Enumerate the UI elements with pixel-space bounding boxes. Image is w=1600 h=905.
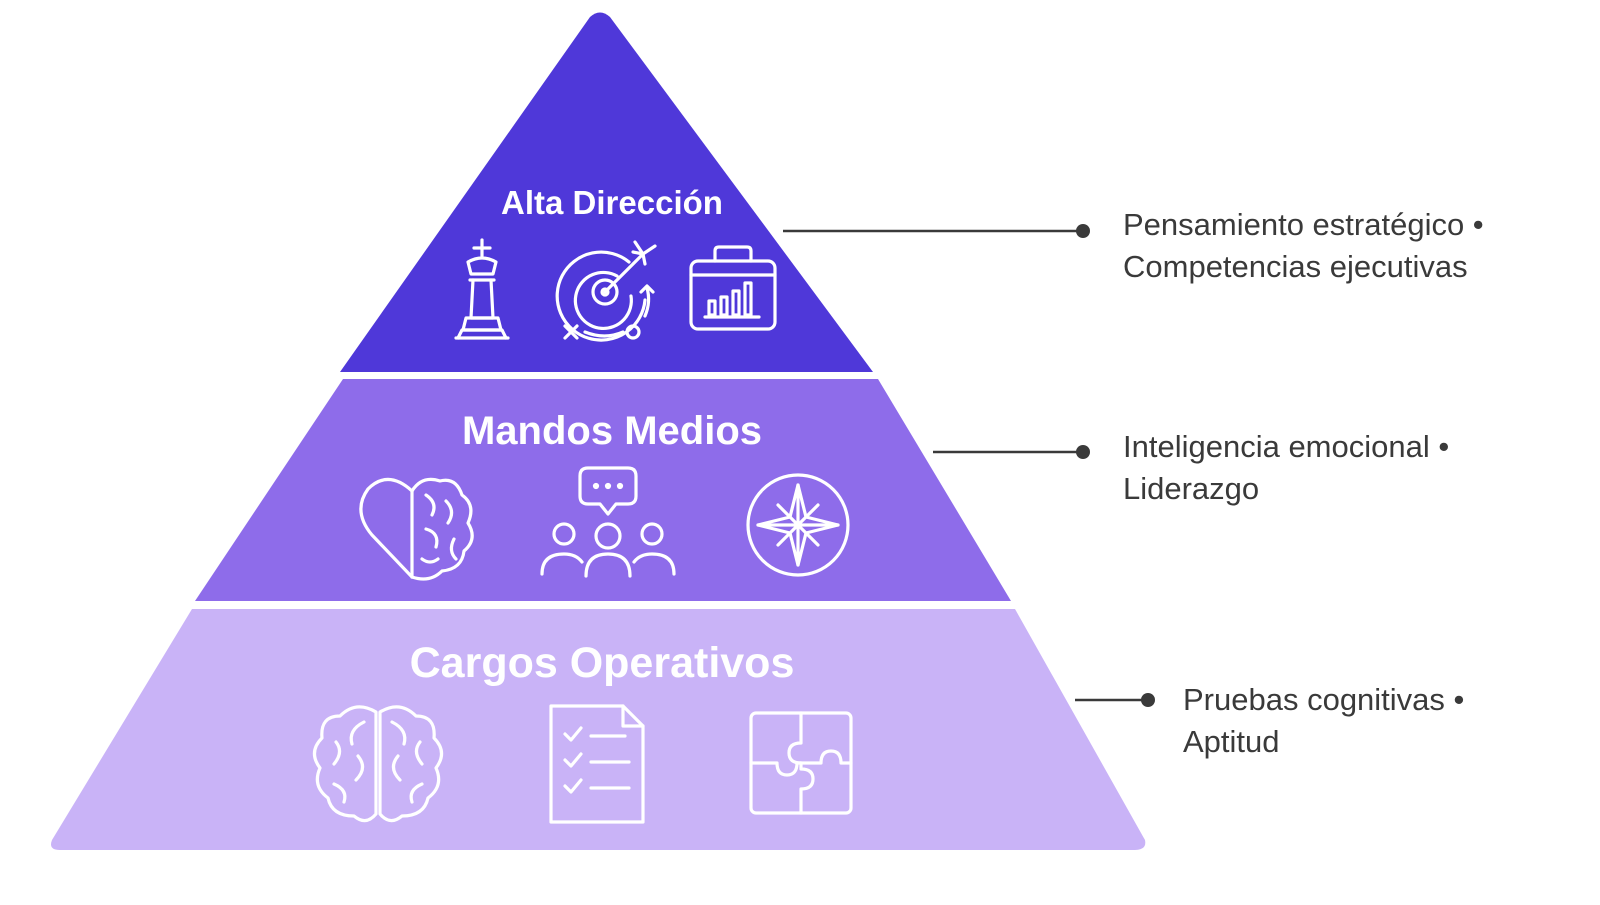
puzzle-icon — [749, 711, 853, 815]
team-communication-icon — [540, 466, 676, 578]
tier-bottom-shape — [51, 609, 1146, 850]
briefcase-chart-icon — [689, 245, 777, 331]
tier-bottom-title: Cargos Operativos — [410, 639, 795, 687]
annotation-middle-line2: Liderazgo — [1123, 471, 1260, 506]
annotation-middle-line1: Inteligencia emocional • — [1123, 429, 1450, 464]
annotation-middle: Inteligencia emocional • Liderazgo — [1123, 426, 1449, 510]
annotation-bottom: Pruebas cognitivas • Aptitud — [1183, 679, 1464, 763]
tier-middle-title: Mandos Medios — [462, 409, 762, 453]
checklist-icon — [549, 704, 645, 824]
annotation-top: Pensamiento estratégico • Competencias e… — [1123, 204, 1484, 288]
connector-bottom — [1075, 693, 1155, 707]
annotation-top-line1: Pensamiento estratégico • — [1123, 207, 1484, 242]
annotation-top-line2: Competencias ejecutivas — [1123, 249, 1468, 284]
connector-middle — [933, 445, 1090, 459]
compass-icon — [746, 473, 850, 577]
target-strategy-icon — [555, 240, 657, 342]
heart-brain-icon — [359, 477, 474, 581]
tier-middle-shape — [195, 379, 1011, 601]
connector-top — [783, 224, 1090, 238]
annotation-bottom-line1: Pruebas cognitivas • — [1183, 682, 1465, 717]
brain-icon — [312, 705, 444, 823]
annotation-bottom-line2: Aptitud — [1183, 724, 1280, 759]
chess-king-icon — [454, 238, 510, 340]
tier-top-title: Alta Dirección — [501, 184, 723, 221]
